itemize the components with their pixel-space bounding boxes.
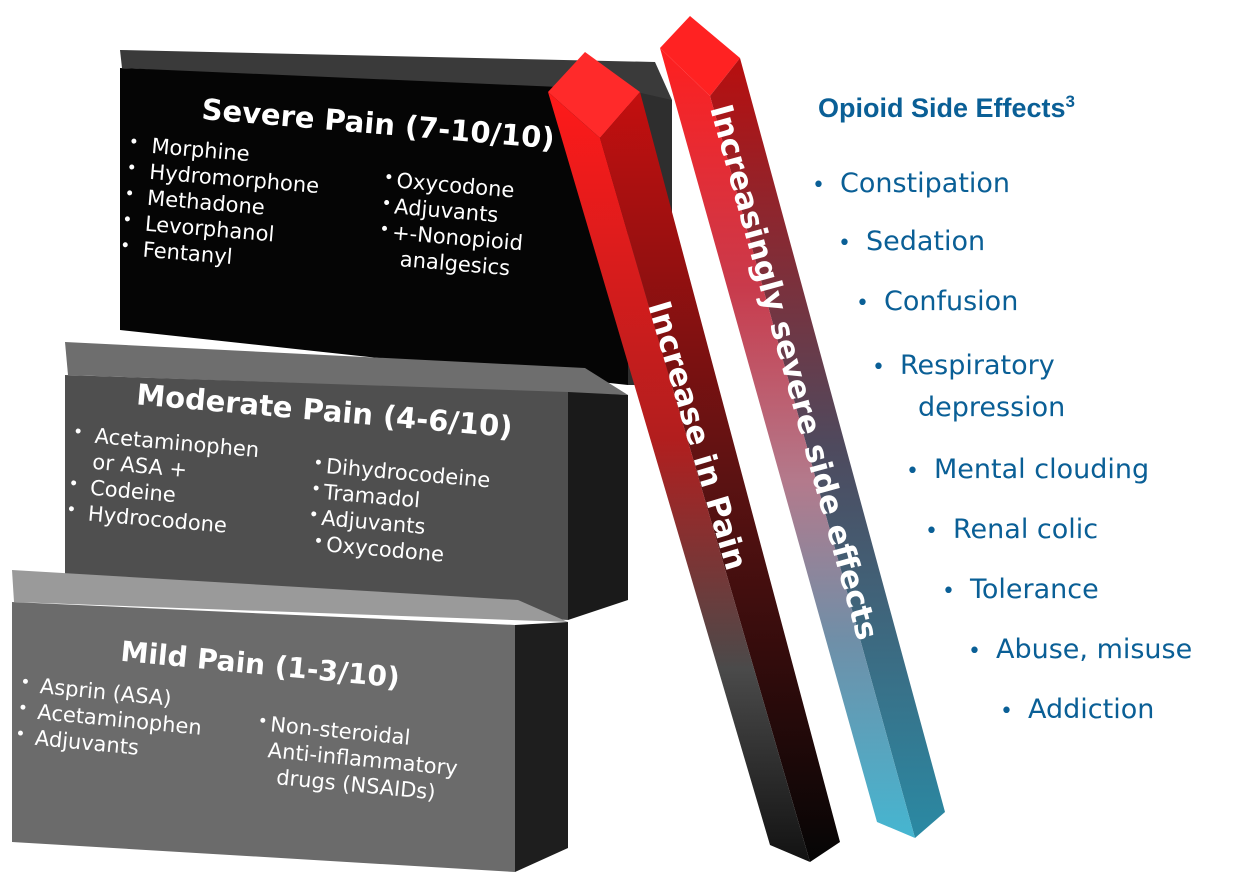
severe-pain-step: Severe Pain (7-10/10) Morphine Hydromorp… [119,50,672,385]
side-effects-bar-cap [660,16,740,96]
list-bullet: • [72,422,84,443]
increase-in-pain-bar: Increase in Pain [548,52,840,862]
list-bullet: • [14,724,26,745]
list-bullet: • [381,193,393,214]
list-bullet: • [126,158,138,179]
list-bullet: • [312,453,324,474]
severe-step-front-face [120,68,628,385]
moderate-pain-step: Moderate Pain (4-6/10) • Acetaminophen o… [65,342,628,620]
moderate-step-top-face [65,342,628,395]
list-bullet: • [383,167,395,188]
list-bullet: • [308,505,320,526]
side-effects-bar-front-face [660,48,915,838]
list-bullet: • [310,479,322,500]
list-bullet: • [121,210,133,231]
list-bullet: • [19,672,31,693]
list-bullet: • [17,698,29,719]
side-effects-bar-side-face [710,58,945,838]
mild-step-side-face [515,622,568,872]
pain-bar-cap [548,52,640,138]
list-bullet: • [128,132,140,153]
mild-step-top-face [12,570,568,622]
pain-bar-side-face [600,92,840,862]
list-bullet: • [379,219,391,240]
mild-pain-step: Mild Pain (1-3/10) • Asprin (ASA) • Acet… [12,570,568,872]
moderate-step-side-face [568,392,628,620]
pain-bar-front-face [548,92,810,862]
list-bullet: • [257,711,269,732]
list-bullet: • [119,236,131,257]
moderate-step-front-face [65,375,568,620]
list-bullet: • [65,500,77,521]
list-bullet: • [68,474,80,495]
list-bullet: • [124,184,136,205]
list-bullet: • [313,531,325,552]
mild-step-front-face [12,602,515,872]
